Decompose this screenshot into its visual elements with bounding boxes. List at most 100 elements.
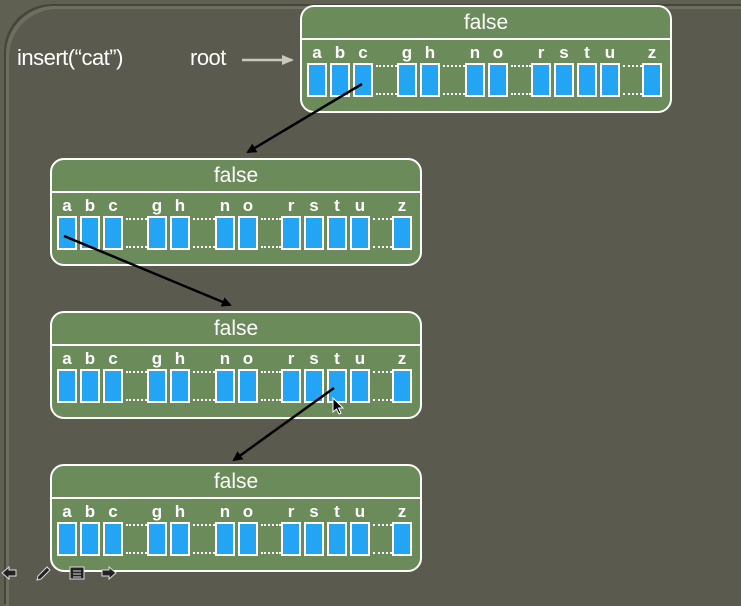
letter-label: g bbox=[151, 196, 163, 215]
child-pointer-cell-s bbox=[554, 63, 574, 97]
menu-icon[interactable] bbox=[68, 565, 86, 581]
letter-label: a bbox=[312, 43, 322, 62]
letter-label: s bbox=[309, 196, 319, 215]
child-pointer-cell-t bbox=[327, 369, 347, 403]
child-pointer-cell-t bbox=[327, 216, 347, 250]
child-pointer-cell-h bbox=[170, 216, 190, 250]
omitted-letters-gap bbox=[193, 371, 215, 373]
node-divider bbox=[52, 497, 420, 499]
omitted-letters-gap bbox=[261, 246, 281, 248]
child-pointer-cell-c bbox=[103, 216, 123, 250]
child-pointer-cell-n bbox=[215, 522, 235, 556]
child-pointer-cell-s bbox=[304, 216, 324, 250]
child-pointer-cell-b bbox=[330, 63, 350, 97]
child-pointer-cell-n bbox=[465, 63, 485, 97]
letter-label: c bbox=[108, 349, 118, 368]
letter-label: r bbox=[287, 196, 295, 215]
omitted-letters-gap bbox=[623, 93, 642, 95]
child-pointer-cell-z bbox=[392, 522, 412, 556]
letter-label: z bbox=[397, 196, 407, 215]
letter-label: r bbox=[537, 43, 545, 62]
child-pointer-cell-n bbox=[215, 369, 235, 403]
child-pointer-cell-z bbox=[642, 63, 662, 97]
child-pointer-cell-h bbox=[170, 369, 190, 403]
child-pointer-cell-r bbox=[281, 522, 301, 556]
omitted-letters-gap bbox=[126, 246, 147, 248]
omitted-letters-gap bbox=[511, 65, 531, 67]
omitted-letters-gap bbox=[193, 399, 215, 401]
child-pointer-cell-o bbox=[238, 369, 258, 403]
back-arrow-icon[interactable] bbox=[0, 565, 18, 581]
child-pointer-cell-b bbox=[80, 216, 100, 250]
child-pointer-cell-g bbox=[147, 522, 167, 556]
pen-icon[interactable] bbox=[34, 565, 52, 581]
child-pointer-cell-u bbox=[600, 63, 620, 97]
root-label: root bbox=[190, 45, 226, 70]
letter-label: c bbox=[108, 502, 118, 521]
letter-label: z bbox=[397, 502, 407, 521]
letter-label: u bbox=[354, 349, 366, 368]
child-pointer-cell-h bbox=[170, 522, 190, 556]
letter-label: r bbox=[287, 502, 295, 521]
child-pointer-cell-b bbox=[80, 369, 100, 403]
child-pointer-cell-n bbox=[215, 216, 235, 250]
letter-label: b bbox=[334, 43, 346, 62]
letter-label: h bbox=[424, 43, 436, 62]
letter-label: n bbox=[219, 502, 231, 521]
letter-label: b bbox=[84, 349, 96, 368]
letter-label: t bbox=[334, 349, 340, 368]
slide-nav-toolbar bbox=[0, 564, 130, 582]
child-pointer-cell-o bbox=[238, 216, 258, 250]
letter-label: g bbox=[151, 502, 163, 521]
child-pointer-cell-c bbox=[353, 63, 373, 97]
omitted-letters-gap bbox=[126, 552, 147, 554]
letter-label: n bbox=[219, 196, 231, 215]
child-pointer-cell-a bbox=[307, 63, 327, 97]
node-end-flag: false bbox=[463, 11, 509, 34]
node-divider bbox=[302, 38, 670, 40]
omitted-letters-gap bbox=[443, 65, 465, 67]
omitted-letters-gap bbox=[261, 399, 281, 401]
omitted-letters-gap bbox=[261, 218, 281, 220]
letter-label: o bbox=[242, 502, 254, 521]
letter-label: t bbox=[334, 196, 340, 215]
child-pointer-cell-s bbox=[304, 522, 324, 556]
child-pointer-cell-u bbox=[350, 522, 370, 556]
omitted-letters-gap bbox=[126, 371, 147, 373]
child-pointer-cell-t bbox=[577, 63, 597, 97]
letter-label: g bbox=[151, 349, 163, 368]
child-pointer-cell-r bbox=[531, 63, 551, 97]
letter-label: a bbox=[62, 196, 72, 215]
child-pointer-cell-r bbox=[281, 216, 301, 250]
child-pointer-cell-o bbox=[238, 522, 258, 556]
child-pointer-cell-z bbox=[392, 216, 412, 250]
omitted-letters-gap bbox=[193, 524, 215, 526]
omitted-letters-gap bbox=[373, 371, 392, 373]
letter-label: t bbox=[584, 43, 590, 62]
letter-label: u bbox=[354, 196, 366, 215]
child-pointer-cell-c bbox=[103, 522, 123, 556]
letter-label: b bbox=[84, 502, 96, 521]
letter-label: c bbox=[108, 196, 118, 215]
omitted-letters-gap bbox=[376, 93, 397, 95]
letter-label: u bbox=[354, 502, 366, 521]
omitted-letters-gap bbox=[261, 371, 281, 373]
omitted-letters-gap bbox=[373, 552, 392, 554]
letter-label: z bbox=[647, 43, 657, 62]
child-pointer-cell-a bbox=[57, 216, 77, 250]
letter-label: o bbox=[492, 43, 504, 62]
node-divider bbox=[52, 191, 420, 193]
node-end-flag: false bbox=[213, 470, 259, 493]
omitted-letters-gap bbox=[623, 65, 642, 67]
omitted-letters-gap bbox=[373, 399, 392, 401]
letter-label: o bbox=[242, 349, 254, 368]
child-pointer-cell-a bbox=[57, 369, 77, 403]
forward-arrow-icon[interactable] bbox=[100, 565, 118, 581]
letter-label: h bbox=[174, 196, 186, 215]
letter-label: z bbox=[397, 349, 407, 368]
omitted-letters-gap bbox=[126, 399, 147, 401]
